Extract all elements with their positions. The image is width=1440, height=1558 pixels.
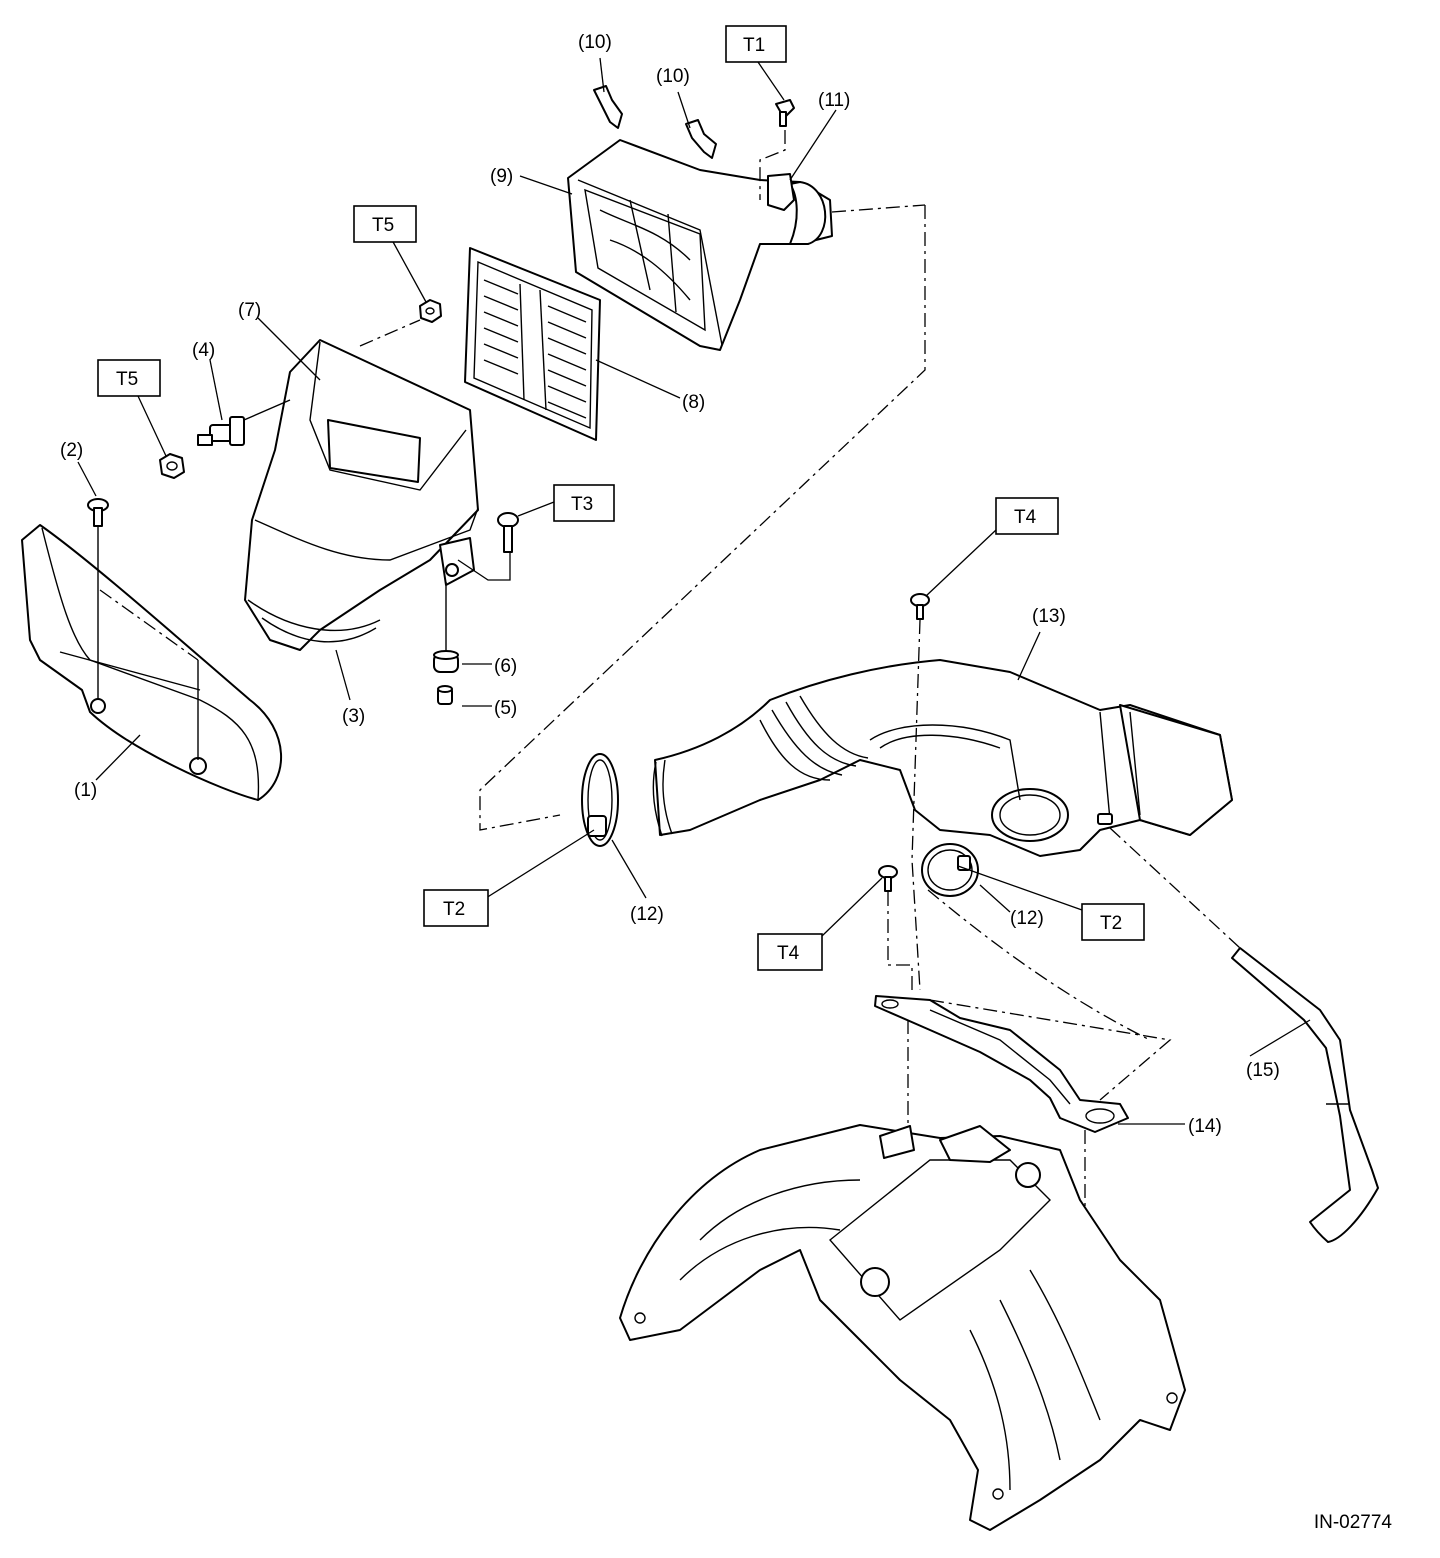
bolt-t4-lower xyxy=(878,865,913,990)
screw-t1 xyxy=(775,99,795,127)
torque-t5-lower: T5 xyxy=(97,359,161,397)
callout-12a: (12) xyxy=(630,904,664,925)
callout-14: (14) xyxy=(1188,1116,1222,1137)
callout-1: (1) xyxy=(74,780,97,801)
torque-t4-upper: T4 xyxy=(995,497,1059,535)
torque-t5-upper-label: T5 xyxy=(372,215,394,236)
callout-2: (2) xyxy=(60,440,83,461)
part-9-air-cleaner-upper-case xyxy=(567,139,926,351)
torque-t5-lower-label: T5 xyxy=(116,369,138,390)
callout-9: (9) xyxy=(490,166,513,187)
part-12-clamp-left xyxy=(581,753,619,847)
callout-15: (15) xyxy=(1246,1060,1280,1081)
callout-10b: (10) xyxy=(656,66,690,87)
callout-6: (6) xyxy=(494,656,517,677)
bolt-t4-upper xyxy=(910,593,930,991)
part-5-collar xyxy=(437,685,453,705)
part-8-air-cleaner-element xyxy=(464,247,601,441)
torque-t2-right: T2 xyxy=(1081,903,1145,941)
part-11-sensor xyxy=(759,130,795,211)
torque-t2-left-label: T2 xyxy=(443,899,465,920)
torque-t5-upper: T5 xyxy=(353,205,417,243)
callout-4: (4) xyxy=(192,340,215,361)
callout-13: (13) xyxy=(1032,606,1066,627)
torque-t4-lower-label: T4 xyxy=(777,943,800,964)
torque-t4-upper-label: T4 xyxy=(1014,507,1037,528)
callout-11: (11) xyxy=(818,90,850,111)
callout-10a: (10) xyxy=(578,32,612,53)
torque-t2-right-label: T2 xyxy=(1100,913,1122,934)
callout-12b: (12) xyxy=(1010,908,1044,929)
part-10-clip-a xyxy=(593,85,623,129)
callout-3: (3) xyxy=(342,706,365,727)
torque-t3-label: T3 xyxy=(571,494,593,515)
figure-id: IN-02774 xyxy=(1313,1512,1392,1533)
part-6-bushing xyxy=(433,582,459,673)
part-12-clamp-right xyxy=(921,843,1151,1041)
part-2-clip xyxy=(87,498,199,760)
callout-7: (7) xyxy=(238,300,261,321)
intake-manifold xyxy=(619,1124,1186,1531)
part-10-clip-b xyxy=(685,119,717,159)
bolt-t3 xyxy=(457,512,519,581)
part-15-hose xyxy=(1109,827,1379,1243)
part-3-7-air-cleaner-case xyxy=(244,319,479,651)
torque-t1-label: T1 xyxy=(743,35,765,56)
callout-5: (5) xyxy=(494,698,517,719)
leader-lines xyxy=(77,57,1311,1125)
part-4-sensor xyxy=(197,399,291,446)
part-1-intake-duct xyxy=(21,524,282,801)
torque-t3: T3 xyxy=(553,484,615,522)
torque-leaders xyxy=(137,239,1083,937)
callout-8: (8) xyxy=(682,392,705,413)
torque-t1: T1 xyxy=(725,25,787,63)
routing-line-main xyxy=(479,205,926,831)
nut-t5-upper xyxy=(419,299,442,323)
nut-t5-lower xyxy=(159,453,185,479)
torque-t2-left: T2 xyxy=(423,889,489,927)
torque-t4-lower: T4 xyxy=(757,933,823,971)
part-13-intake-duct xyxy=(652,659,1233,857)
